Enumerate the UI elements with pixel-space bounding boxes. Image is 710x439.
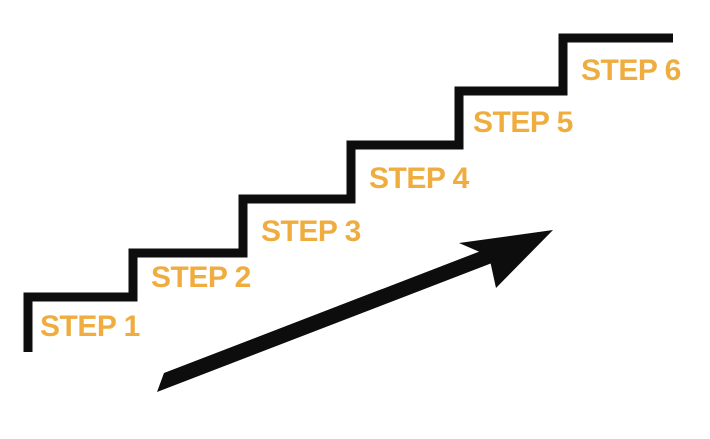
step-label-4: STEP 4: [369, 162, 470, 195]
growth-arrow-head: [459, 230, 553, 288]
growth-arrow: [157, 230, 553, 392]
step-label-2: STEP 2: [151, 261, 251, 294]
step-label-3: STEP 3: [261, 215, 361, 248]
step-label-6: STEP 6: [581, 54, 681, 87]
step-label-5: STEP 5: [473, 106, 573, 139]
growth-arrow-shaft: [157, 244, 499, 392]
staircase-path: [23, 33, 673, 352]
step-label-1: STEP 1: [40, 310, 140, 343]
